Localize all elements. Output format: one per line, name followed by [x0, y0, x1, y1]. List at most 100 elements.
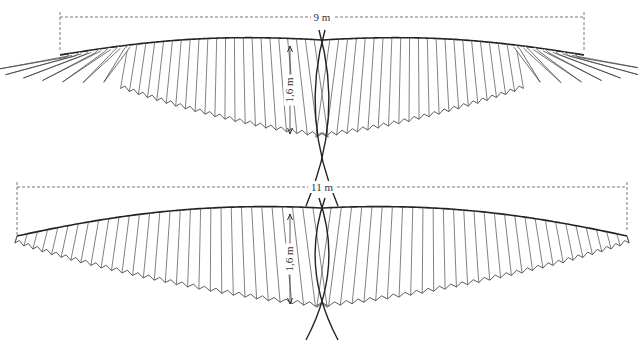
feather-line — [241, 207, 244, 297]
feather-line — [399, 38, 401, 124]
feather-line — [525, 217, 533, 270]
feather-line — [418, 38, 420, 119]
feather-line — [443, 209, 445, 290]
feather-line — [399, 207, 402, 297]
feather-line — [480, 41, 487, 100]
feather-line — [224, 38, 226, 119]
feather-line — [464, 210, 468, 285]
feather-line — [340, 207, 351, 305]
feather-line — [586, 228, 592, 255]
feather-line — [165, 211, 170, 283]
feather-line — [556, 222, 564, 263]
feather-line — [422, 208, 424, 294]
feather-line — [188, 209, 191, 287]
feather-line — [210, 208, 212, 291]
feather-line — [111, 217, 119, 270]
chord-label: 1,6 m — [284, 74, 296, 105]
feather-line — [378, 38, 383, 128]
feather-line — [129, 44, 137, 92]
wing — [15, 207, 629, 308]
feather-line — [337, 39, 348, 135]
feather-line — [408, 38, 410, 122]
feather-line — [176, 40, 182, 106]
feather-line — [389, 38, 392, 126]
feather-line — [347, 38, 356, 133]
bird-body — [306, 198, 338, 340]
feather-line — [61, 226, 68, 258]
body-outline — [306, 198, 329, 340]
feather-line — [270, 38, 276, 130]
trailing-edge — [121, 86, 329, 137]
feather-line — [143, 213, 149, 278]
feather-line — [494, 213, 500, 278]
feather-line — [445, 39, 449, 112]
trailing-edge — [317, 236, 629, 307]
feather-line — [463, 40, 469, 106]
feather-line — [484, 212, 490, 280]
feather-line — [454, 209, 457, 287]
trailing-edge — [316, 86, 524, 137]
feather-line — [296, 39, 307, 135]
span-label: 9 m — [311, 11, 334, 23]
feather-line — [515, 216, 522, 273]
feather-line — [205, 38, 208, 114]
feather-line — [498, 43, 505, 95]
extension-line — [627, 182, 628, 232]
feather-line — [427, 38, 429, 117]
feather-line — [368, 38, 374, 130]
primary-feather — [42, 49, 100, 81]
feather-line — [566, 224, 573, 260]
feather-line — [303, 207, 316, 306]
body-outline — [315, 198, 338, 340]
primary-feather — [572, 53, 638, 70]
feather-line — [261, 38, 266, 128]
feather-line — [195, 39, 199, 112]
feather-line — [433, 208, 435, 291]
feather-line — [231, 207, 233, 295]
trailing-edge — [15, 236, 327, 307]
leading-edge — [322, 38, 584, 55]
extension-line — [17, 182, 18, 236]
feather-line — [185, 39, 190, 109]
feather-line — [535, 219, 543, 268]
body-outline — [315, 30, 338, 206]
feather-line — [147, 42, 154, 97]
feather-line — [364, 207, 372, 303]
feather-line — [472, 41, 478, 104]
feather-line — [489, 42, 496, 97]
feather-line — [122, 216, 129, 273]
feather-line — [387, 207, 392, 299]
feather-line — [71, 224, 78, 260]
feather-line — [234, 38, 236, 122]
feather-line — [505, 214, 512, 275]
feather-line — [42, 230, 48, 252]
feather-line — [329, 207, 342, 306]
feather-line — [81, 222, 89, 263]
feather-line — [411, 207, 413, 295]
primary-feather — [0, 53, 72, 70]
extension-line — [60, 12, 61, 50]
feather-line — [272, 207, 280, 303]
feather-line — [252, 38, 255, 126]
feather-line — [157, 41, 164, 100]
feather-line — [352, 207, 362, 304]
feather-line — [436, 38, 439, 114]
feather-line — [101, 219, 109, 268]
body-outline — [306, 30, 329, 206]
feather-line — [215, 38, 217, 117]
feather-line — [133, 214, 140, 275]
feather-line — [545, 220, 553, 265]
feather-line — [474, 211, 479, 283]
feather-line — [243, 38, 245, 124]
feather-line — [576, 226, 583, 258]
primary-feather — [543, 49, 601, 81]
feather-line — [52, 228, 58, 255]
span-label: 11 m — [308, 181, 336, 193]
feather-line — [221, 208, 223, 294]
leading-edge — [60, 38, 322, 55]
feather-line — [454, 39, 459, 109]
feather-line — [199, 209, 201, 290]
feather-line — [376, 207, 382, 301]
feather-line — [166, 41, 172, 104]
